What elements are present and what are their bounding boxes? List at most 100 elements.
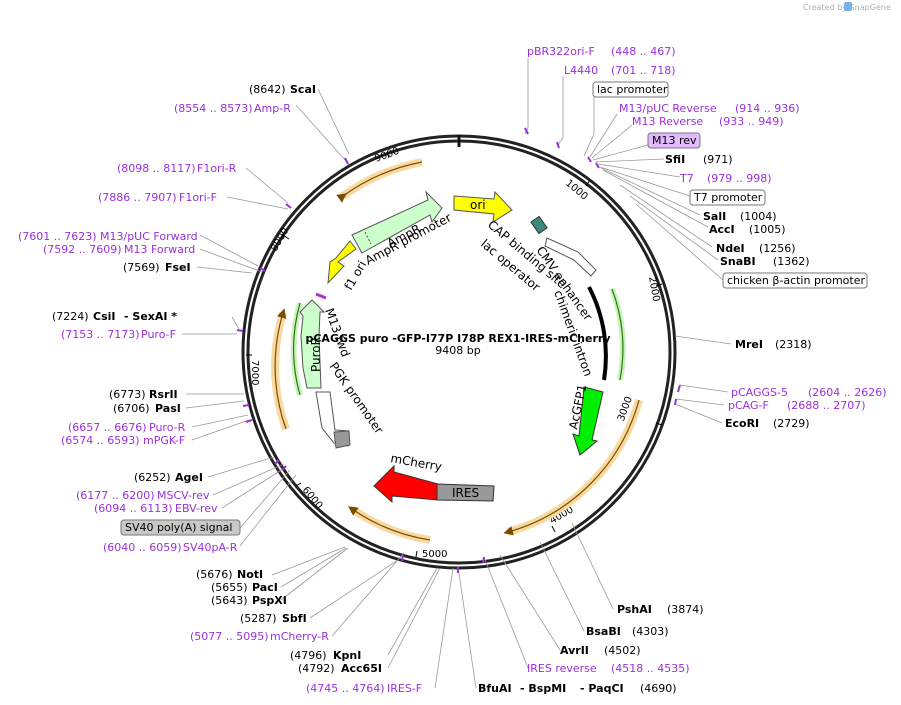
ori-feature [453, 190, 513, 223]
f1ori-label: f1 ori [341, 258, 369, 292]
enzyme-paqci: - PaqCI [580, 682, 624, 695]
bottom-labels: PshAI (3874) BsaBI (4303) AvrII (4502) I… [61, 388, 704, 695]
enzyme-rsrii: RsrII [149, 388, 178, 401]
enzyme-avrii-pos: (4502) [604, 644, 641, 657]
enzyme-bfuai: BfuAI [478, 682, 512, 695]
primer-pcaggs5: pCAGGS-5 [731, 386, 788, 399]
enzyme-noti: NotI [237, 568, 263, 581]
cap-site-feature [530, 215, 548, 235]
tick-label: 6000 [300, 485, 325, 512]
enzyme-noti-pos: (5676) [196, 568, 233, 581]
ires-label: IRES [452, 486, 479, 500]
enzyme-sfii-pos: (971) [703, 153, 733, 166]
primer-amp-r-range: (8554 .. 8573) [174, 102, 253, 115]
primer-t7-range: (979 .. 998) [707, 172, 772, 185]
primer-mcherry-r: mCherry-R [270, 630, 329, 643]
primer-m13-forward: M13 Forward [124, 243, 195, 256]
enzyme-sbfi: SbfI [282, 612, 307, 625]
cmv-enhancer-feature [544, 237, 597, 277]
primer-puro-r: Puro-R [149, 421, 186, 434]
ires-feature [436, 483, 495, 502]
primer-l4440-range: (701 .. 718) [611, 64, 676, 77]
primer-m13puc-forward-range: (7601 .. 7623) [18, 230, 97, 243]
enzyme-fsei: FseI [165, 261, 191, 274]
primer-f1ori-r: F1ori-R [197, 162, 237, 175]
tick-label: 7000 [249, 360, 260, 385]
enzyme-pspxi-pos: (5643) [211, 594, 248, 607]
enzyme-ecori-pos: (2729) [773, 417, 810, 430]
enzyme-bsabi: BsaBI [586, 625, 621, 638]
enzyme-agei: AgeI [175, 471, 203, 484]
plasmid-size: 9408 bp [435, 344, 480, 357]
primer-mpgk-f-range: (6574 .. 6593) [61, 434, 140, 447]
primer-ires-f-range: (4745 .. 4764) [306, 682, 385, 695]
enzyme-acc65i-pos: (4792) [298, 662, 335, 675]
primer-t7: T7 [679, 172, 694, 185]
feature-m13-rev: M13 rev [652, 134, 697, 147]
leader-lines [182, 58, 732, 689]
enzyme-sexai: - SexAI * [124, 310, 177, 323]
feature-lac-promoter: lac promoter [597, 83, 668, 96]
tick-label: 5000 [422, 549, 447, 560]
tick-label: 8000 [269, 226, 291, 254]
enzyme-sali-pos: (1004) [740, 210, 777, 223]
ampr-feature [351, 190, 443, 254]
enzyme-pshai: PshAI [617, 603, 652, 616]
enzyme-acc65i: Acc65I [341, 662, 382, 675]
orf-arcs [271, 158, 643, 544]
enzyme-avrii: AvrII [560, 644, 589, 657]
enzyme-bspmi: - BspMI [520, 682, 566, 695]
primer-mcherry-r-range: (5077 .. 5095) [190, 630, 269, 643]
primer-puro-f: Puro-F [141, 328, 176, 341]
primer-m13puc-reverse: M13/pUC Reverse [619, 102, 717, 115]
snapgene-logo-icon [844, 2, 852, 11]
plasmid-name: pCAGGS puro -GFP-I77P I78P REX1-IRES-mCh… [305, 332, 610, 345]
enzyme-fsei-pos: (7569) [123, 261, 160, 274]
mcherry-feature [373, 464, 439, 504]
primer-m13puc-reverse-range: (914 .. 936) [735, 102, 800, 115]
ori-label: ori [470, 198, 486, 212]
enzyme-kpni-pos: (4796) [290, 649, 327, 662]
primer-ebv-rev-range: (6094 .. 6113) [94, 502, 173, 515]
enzyme-paci: PacI [252, 581, 278, 594]
primer-pcag-f: pCAG-F [728, 399, 769, 412]
primer-ires-reverse-range: (4518 .. 4535) [611, 662, 690, 675]
primer-m13puc-forward: M13/pUC Forward [100, 230, 198, 243]
primer-m13-reverse: M13 Reverse [632, 115, 703, 128]
enzyme-pshai-pos: (3874) [667, 603, 704, 616]
primer-ires-f: IRES-F [387, 682, 422, 695]
mcherry-label: mCherry [389, 451, 442, 474]
primer-puro-f-range: (7153 .. 7173) [61, 328, 140, 341]
primer-m13-forward-range: (7592 .. 7609) [43, 243, 122, 256]
primer-f1ori-r-range: (8098 .. 8117) [117, 162, 196, 175]
enzyme-acci: AccI [709, 223, 735, 236]
primer-mscv-rev-range: (6177 .. 6200) [76, 489, 155, 502]
feature-sv40-polya: SV40 poly(A) signal [125, 521, 232, 534]
feature-chicken-actin-promoter: chicken β-actin promoter [727, 274, 865, 287]
left-labels: (7153 .. 7173) Puro-F (7224) CsiI - SexA… [18, 83, 316, 341]
acgfp1-feature [572, 386, 604, 456]
primer-pbr322ori-f-range: (448 .. 467) [611, 45, 676, 58]
enzyme-paci-pos: (5655) [211, 581, 248, 594]
sv40-polya-box [120, 519, 241, 536]
primer-marks [236, 127, 681, 573]
enzyme-ndei: NdeI [716, 242, 745, 255]
enzyme-ndei-pos: (1256) [759, 242, 796, 255]
enzyme-csii-pos: (7224) [52, 310, 89, 323]
enzyme-bfuai-pos: (4690) [640, 682, 677, 695]
primer-mpgk-f: mPGK-F [143, 434, 185, 447]
primer-amp-r: Amp-R [254, 102, 291, 115]
enzyme-rsrii-pos: (6773) [109, 388, 146, 401]
tick-label: 2000 [646, 276, 661, 303]
lac-promoter-box [592, 81, 669, 98]
enzyme-mrei-pos: (2318) [775, 338, 812, 351]
enzyme-sfii: SfiI [665, 153, 685, 166]
primer-sv40pa-r-range: (6040 .. 6059) [103, 541, 182, 554]
chimeric-intron-arc [587, 286, 608, 381]
primer-l4440: L4440 [564, 64, 598, 77]
primer-f1ori-f: F1ori-F [179, 191, 217, 204]
t7-promoter-box [689, 189, 766, 206]
enzyme-acci-pos: (1005) [749, 223, 786, 236]
